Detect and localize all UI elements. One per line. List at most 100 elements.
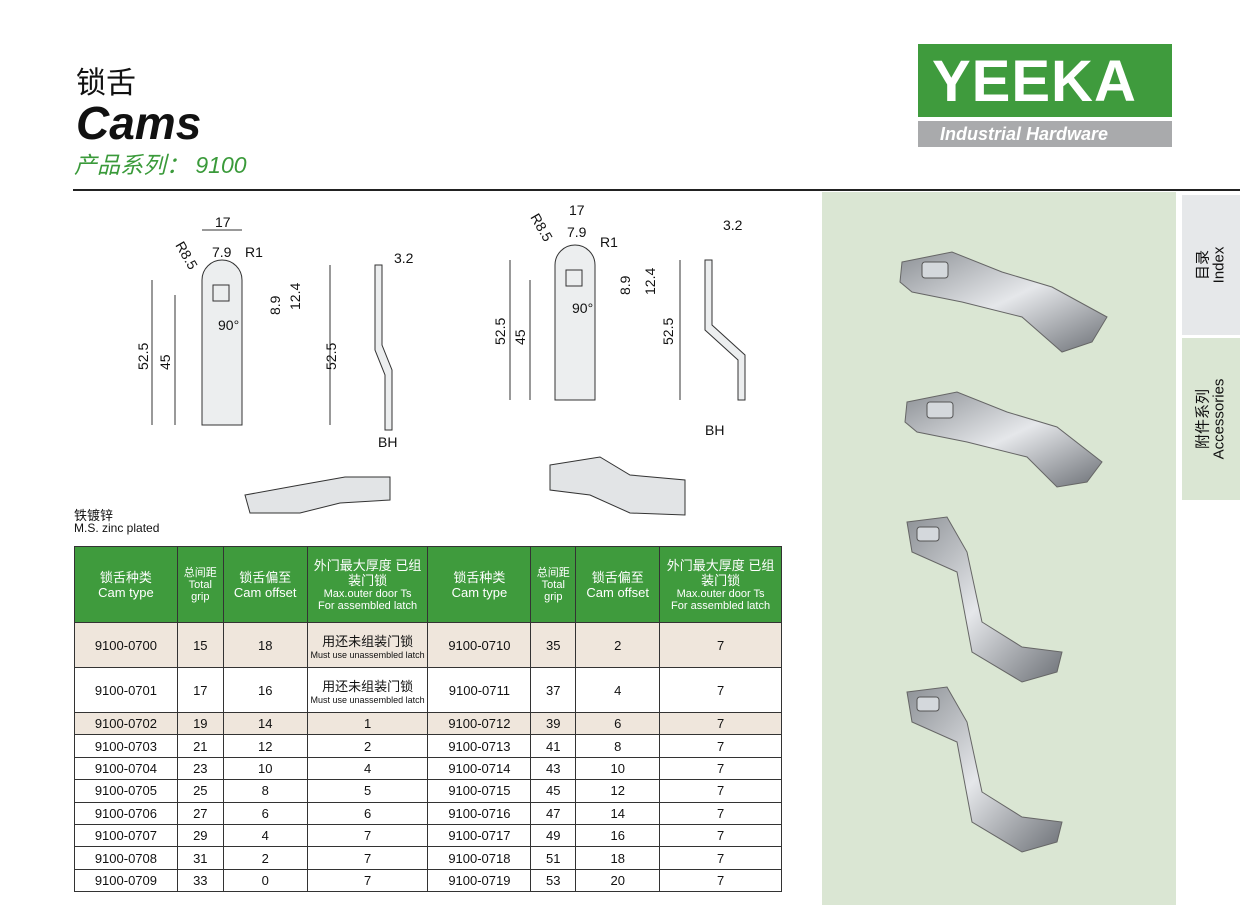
unassembled-en: Must use unassembled latch [310,694,425,705]
table-cell: 6 [222,801,308,825]
header-en: Cam type [451,584,508,600]
dim-label: 7.9 [212,244,232,260]
drawing-front-1 [151,229,243,426]
logo: YEEKA Industrial Hardware [918,44,1172,148]
header-en: Cam offset [586,584,650,600]
cam-render-2 [904,391,1103,488]
table-cell: 49 [530,823,577,848]
table-cell: 7 [659,823,782,848]
header-en: Total grip [541,578,565,603]
dim-label: 52.5 [135,343,151,370]
table-cell: 7 [659,622,782,668]
table-cell: 10 [222,756,308,781]
table-cell: 9100-0719 [427,868,532,893]
table-cell: 23 [176,756,224,781]
table-cell: 39 [530,711,577,736]
table-cell: 53 [530,868,577,893]
header-cn: 锁舌偏至 [591,569,644,585]
dim-label: 17 [569,202,585,218]
table-cell: 9100-0700 [74,622,178,668]
header-cn: 总间距 [183,566,217,579]
header-en: Max.outer door Ts [323,587,412,600]
cam-renders [899,251,1108,853]
table-cell: 7 [659,756,782,781]
table-cell: 27 [176,801,224,825]
table-cell: 45 [530,779,577,803]
divider [73,189,1240,191]
header-en: Total grip [188,578,212,603]
table-cell: 9100-0701 [74,667,178,713]
table-cell: 6 [575,711,661,736]
table-cell: 16 [575,823,661,848]
logo-brand: YEEKA [918,44,1172,117]
table-cell: 25 [176,779,224,803]
drawing-side-1 [329,264,393,431]
technical-drawings: 17 7.9 R8.5 R1 8.9 12.4 90° 52.5 45 3.2 … [135,202,746,516]
table-cell: 9100-0711 [427,667,532,713]
tab-accessories-cn: 附件系列 [1194,388,1212,450]
table-cell: 21 [176,734,224,758]
header-cn: 锁舌种类 [453,569,506,585]
unassembled-cn: 用还未组装门锁 [322,678,414,694]
dim-label: 12.4 [642,268,658,295]
table-cell: 9100-0703 [74,734,178,758]
table-cell: 4 [306,756,429,781]
header-cn: 锁舌种类 [99,569,152,585]
header-en: Max.outer door Ts [676,587,765,600]
table-cell: 2 [222,846,308,870]
table-cell: 9100-0704 [74,756,178,781]
table-cell: 17 [176,667,224,713]
table-cell: 29 [176,823,224,848]
unassembled-en: Must use unassembled latch [310,649,425,660]
page-title: Cams [76,97,202,149]
header-cn: 外门最大厚度 已组装门锁 [666,557,775,588]
dim-label: 7.9 [567,224,587,240]
header-en: Cam offset [233,584,297,600]
table-cell: 7 [306,868,429,893]
table-cell: 10 [575,756,661,781]
table-cell: 14 [222,711,308,736]
dim-label: R8.5 [527,211,556,245]
table-cell: 31 [176,846,224,870]
table-cell: 7 [306,823,429,848]
header-en: Cam type [98,584,154,600]
dim-label: 12.4 [287,283,303,310]
table-cell: 9100-0715 [427,779,532,803]
product-image-panel [822,192,1176,905]
table-cell: 2 [306,734,429,758]
dim-label: 3.2 [723,217,743,233]
title-cn: 锁舌 [76,67,136,100]
material-cn: 铁镀锌 [74,508,114,523]
table-cell: 7 [306,846,429,870]
table-cell: 9100-0712 [427,711,532,736]
cam-render-4 [906,686,1063,853]
header-cn: 总间距 [536,566,570,579]
table-cell: 1 [306,711,429,736]
dim-label: 17 [215,214,231,230]
table-cell: 9100-0718 [427,846,532,870]
table-cell: 7 [659,801,782,825]
table-cell: 9100-0708 [74,846,178,870]
header-cn: 外门最大厚度 已组装门锁 [313,557,422,588]
table-cell: 9100-0716 [427,801,532,825]
table-cell: 8 [222,779,308,803]
header-en2: For assembled latch [671,599,771,612]
dim-label: 90° [572,300,593,316]
table-cell: 9100-0717 [427,823,532,848]
table-cell: 9100-0705 [74,779,178,803]
table-cell: 9100-0714 [427,756,532,781]
